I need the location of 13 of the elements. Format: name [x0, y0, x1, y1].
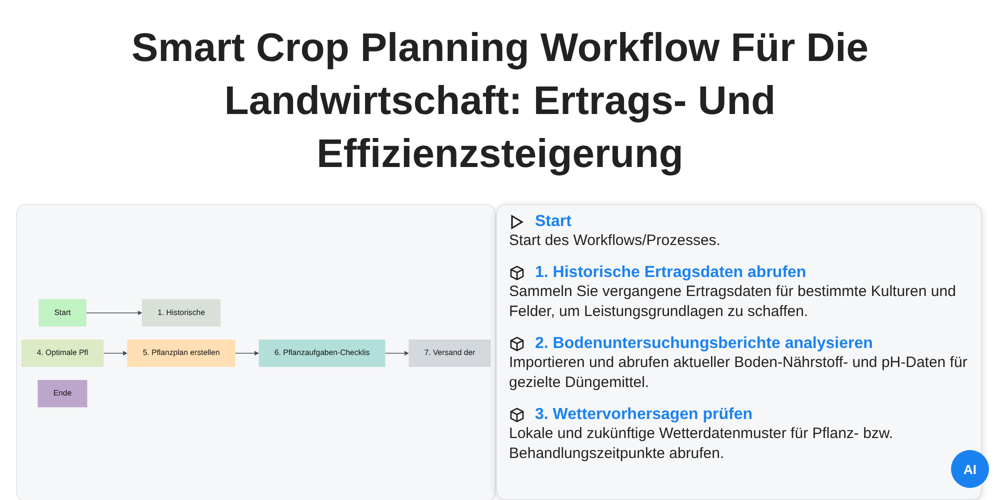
step-description: Lokale und zukünftige Wetterdatenmuster für Pflanz- bzw. Behandlungszeitpunkte abrufen. — [509, 424, 894, 464]
arrow — [384, 350, 409, 356]
arrow — [86, 310, 142, 315]
title: Smart Crop Planning Workflow Für Die Landwirtschaft: Ertrags- Und Effizienzsteigerung — [130, 25, 870, 178]
step-description: Importieren und abrufen aktueller Boden-Nährstoff- und pH-Daten für gezielte Düngemittel. — [509, 353, 968, 393]
step-description: Sammeln Sie vergangene Ertragsdaten für bestimmte Kulturen und Felder, um Leistungsgrundlagen zu schaffen. — [509, 282, 957, 322]
arrow — [234, 350, 260, 356]
step-heading: Start — [535, 213, 572, 231]
arrow — [103, 350, 128, 356]
step-heading: 3. Wettervorhersagen prüfen — [535, 406, 753, 424]
step-heading: 2. Bodenuntersuchungsberichte analysieren — [535, 335, 873, 353]
step-heading: 1. Historische Ertragsdaten abrufen — [535, 264, 806, 282]
step-description: Start des Workflows/Prozesses. — [509, 231, 722, 251]
